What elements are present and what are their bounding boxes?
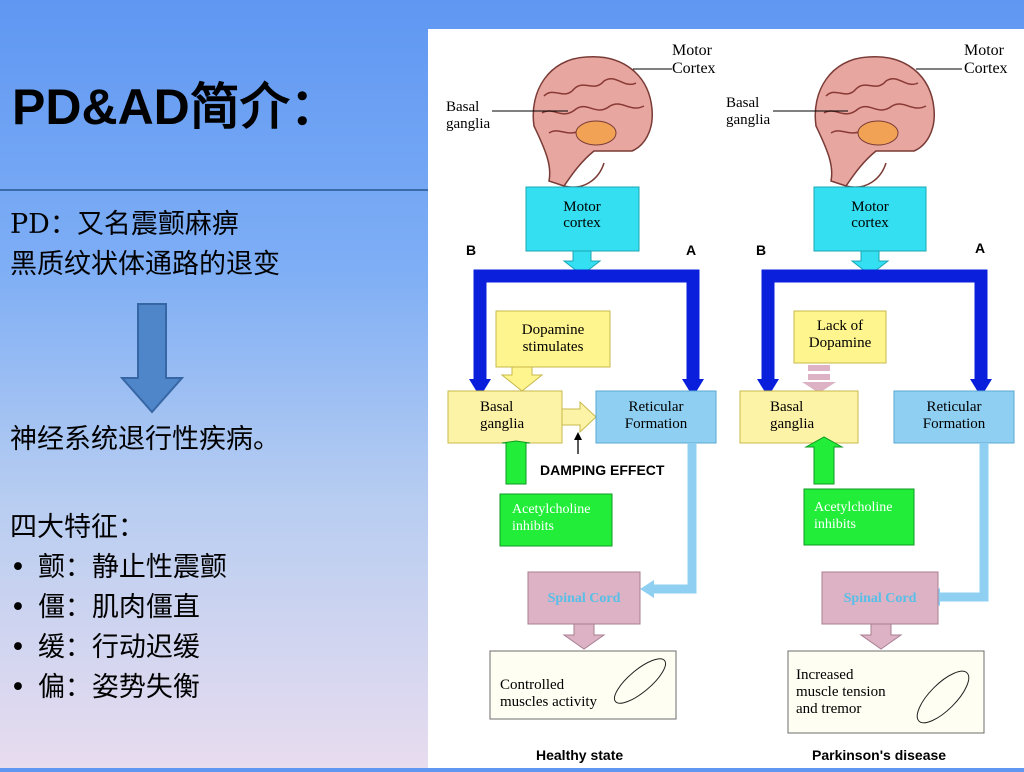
dopamine-box bbox=[495, 310, 611, 368]
svg-text:Lack of: Lack of bbox=[817, 318, 863, 334]
reticular-formation-box bbox=[595, 390, 717, 444]
svg-text:cortex: cortex bbox=[851, 215, 889, 231]
label-b: B bbox=[466, 242, 476, 258]
svg-text:Spinal Cord: Spinal Cord bbox=[844, 591, 917, 606]
label-ganglia: ganglia bbox=[446, 116, 490, 132]
label-a: A bbox=[975, 240, 985, 256]
label-basal: Basal bbox=[446, 99, 479, 115]
arrow-right-icon bbox=[561, 400, 597, 434]
svg-text:Increased: Increased bbox=[796, 667, 854, 683]
muscle-icon bbox=[916, 670, 970, 724]
feature-item: 僵：肌肉僵直 bbox=[10, 588, 227, 628]
outcome-box bbox=[489, 650, 677, 720]
svg-text:inhibits: inhibits bbox=[814, 517, 856, 532]
svg-text:Controlled: Controlled bbox=[500, 677, 565, 693]
svg-text:Basal: Basal bbox=[770, 399, 803, 415]
svg-text:Formation: Formation bbox=[625, 416, 688, 432]
svg-text:Dopamine: Dopamine bbox=[522, 322, 585, 338]
label-motor: Motor bbox=[672, 42, 713, 59]
spinal-cord-box bbox=[527, 571, 641, 625]
pd-diagram-panel: Motor Cortex Basal ganglia B A Motor cor… bbox=[428, 29, 1024, 768]
label-cortex: Cortex bbox=[672, 60, 716, 77]
acetylcholine-box bbox=[499, 493, 613, 547]
label-a: A bbox=[686, 242, 696, 258]
svg-text:Motor: Motor bbox=[851, 199, 889, 215]
pd-description: PD：又名震颤麻痹 黑质纹状体通路的退变 bbox=[10, 205, 280, 285]
svg-text:cortex: cortex bbox=[563, 215, 601, 231]
title-divider bbox=[0, 189, 428, 191]
arrow-down-icon bbox=[562, 250, 602, 276]
svg-text:Reticular: Reticular bbox=[629, 399, 684, 415]
feature-item: 偏：姿势失衡 bbox=[10, 668, 227, 708]
arrow-down-icon bbox=[850, 250, 890, 276]
svg-text:Spinal Cord: Spinal Cord bbox=[548, 591, 621, 606]
svg-text:Reticular: Reticular bbox=[927, 399, 982, 415]
basal-ganglia-box bbox=[739, 390, 859, 444]
outcome-box bbox=[787, 650, 985, 734]
blue-pathway-arrow bbox=[473, 269, 700, 384]
svg-text:muscles activity: muscles activity bbox=[500, 694, 598, 710]
svg-text:Dopamine: Dopamine bbox=[809, 335, 872, 351]
svg-text:Acetylcholine: Acetylcholine bbox=[814, 500, 893, 515]
label-cortex: Cortex bbox=[964, 60, 1008, 77]
svg-text:ganglia: ganglia bbox=[770, 416, 814, 432]
muscle-icon bbox=[613, 658, 667, 704]
blue-pathway-arrow bbox=[761, 269, 988, 384]
svg-text:muscle tension: muscle tension bbox=[796, 684, 886, 700]
brain-illustration-icon bbox=[814, 55, 936, 188]
label-motor: Motor bbox=[964, 42, 1005, 59]
svg-text:Formation: Formation bbox=[923, 416, 986, 432]
reticular-formation-box bbox=[893, 390, 1015, 444]
reticular-to-spinal-arrow bbox=[650, 443, 697, 594]
features-list: 颤：静止性震颤 僵：肌肉僵直 缓：行动迟缓 偏：姿势失衡 bbox=[10, 548, 227, 708]
reticular-to-spinal-arrow bbox=[936, 443, 989, 602]
svg-text:and tremor: and tremor bbox=[796, 701, 861, 717]
healthy-caption: Healthy state bbox=[536, 747, 623, 763]
damping-effect-label: DAMPING EFFECT bbox=[540, 462, 665, 478]
features-title: 四大特征： bbox=[10, 512, 145, 543]
label-basal: Basal bbox=[726, 95, 759, 111]
slide-title: PD&AD简介： bbox=[12, 79, 340, 135]
svg-text:stimulates: stimulates bbox=[523, 339, 584, 355]
svg-text:inhibits: inhibits bbox=[512, 519, 554, 534]
pd-alias: PD：又名震颤麻痹 bbox=[10, 209, 239, 240]
svg-text:Motor: Motor bbox=[563, 199, 601, 215]
down-arrow-icon bbox=[120, 303, 184, 414]
feature-item: 缓：行动迟缓 bbox=[10, 628, 227, 668]
disease-type: 神经系统退行性疾病。 bbox=[10, 424, 280, 455]
feature-item: 颤：静止性震颤 bbox=[10, 548, 227, 588]
label-b: B bbox=[756, 242, 766, 258]
svg-text:ganglia: ganglia bbox=[480, 416, 524, 432]
spinal-cord-box bbox=[821, 571, 939, 625]
basal-ganglia-box bbox=[447, 390, 563, 444]
acetylcholine-box bbox=[803, 488, 915, 546]
pathway-diagram: Motor Cortex Basal ganglia B A Motor cor… bbox=[446, 42, 1015, 763]
motor-cortex-box bbox=[525, 186, 640, 252]
parkinsons-diagram: Motor Cortex Basal ganglia B A Motor cor… bbox=[726, 42, 1015, 763]
lack-of-dopamine-box bbox=[793, 310, 887, 364]
features-section: 四大特征： 颤：静止性震颤 僵：肌肉僵直 缓：行动迟缓 偏：姿势失衡 bbox=[10, 508, 227, 708]
svg-text:Acetylcholine: Acetylcholine bbox=[512, 502, 591, 517]
svg-text:Basal: Basal bbox=[480, 399, 513, 415]
pd-pathway: 黑质纹状体通路的退变 bbox=[10, 249, 280, 280]
brain-illustration-icon bbox=[532, 55, 654, 188]
label-ganglia: ganglia bbox=[726, 112, 770, 128]
parkinsons-caption: Parkinson's disease bbox=[812, 747, 946, 763]
healthy-diagram: Motor Cortex Basal ganglia B A Motor cor… bbox=[446, 42, 717, 763]
